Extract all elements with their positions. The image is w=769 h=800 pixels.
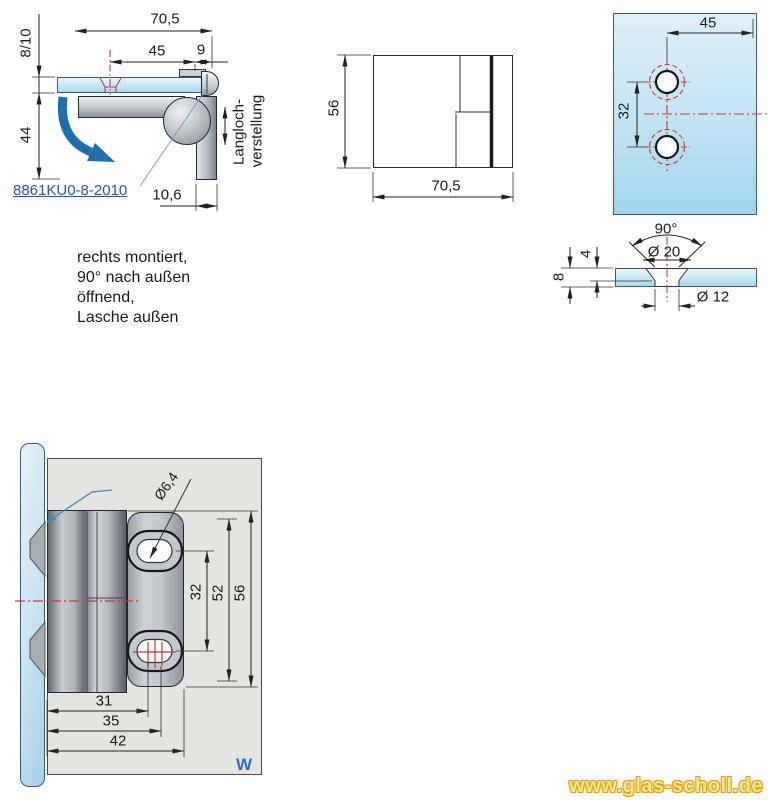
slot-adjust-label-2: verstellung <box>248 94 266 168</box>
watermark-link[interactable]: www.glas-scholl.de <box>569 775 763 797</box>
dim-label-glass-thickness-side: 8/10 <box>17 28 35 58</box>
dim-label-front-width: 70,5 <box>431 177 461 195</box>
dim-label-countersink-dia: Ø 20 <box>647 243 681 261</box>
note-line-4: Lasche außen <box>77 309 179 326</box>
dim-label-countersink-angle: 90° <box>654 220 678 238</box>
side-view-clamp-cap <box>201 71 219 96</box>
dim-label-glass-thickness-section: 8 <box>550 272 568 282</box>
side-view-glass-pane <box>57 77 207 93</box>
side-view-hinge-knuckle <box>163 97 211 145</box>
slot-adjust-label-1: Langloch- <box>230 99 248 165</box>
note-line-2: 90° nach außen <box>77 269 191 286</box>
glass-plate-view <box>613 13 757 215</box>
dim-label-front-height: 56 <box>325 99 343 117</box>
note-line-1: rechts montiert, <box>77 249 188 266</box>
product-code-link[interactable]: 8861KU0-8-2010 <box>13 182 128 199</box>
front-view-outline <box>373 55 513 168</box>
dim-label-overall-width-side: 70,5 <box>150 10 180 28</box>
dim-label-hole-offset-side: 45 <box>148 42 166 60</box>
dim-label-hole-dia: Ø 12 <box>696 288 730 306</box>
glass-section-view <box>615 268 757 287</box>
dim-label-countersink-depth: 4 <box>577 249 595 259</box>
dim-label-edge-side: 9 <box>196 41 206 59</box>
dim-label-height-below: 44 <box>17 126 35 144</box>
mount-view-glass-edge <box>20 443 45 787</box>
mount-view-hinge-body <box>47 510 127 693</box>
dim-label-arm-width: 10,6 <box>152 186 182 204</box>
note-line-3: öffnend, <box>77 289 135 306</box>
mount-view-mounting-tab <box>127 512 184 687</box>
